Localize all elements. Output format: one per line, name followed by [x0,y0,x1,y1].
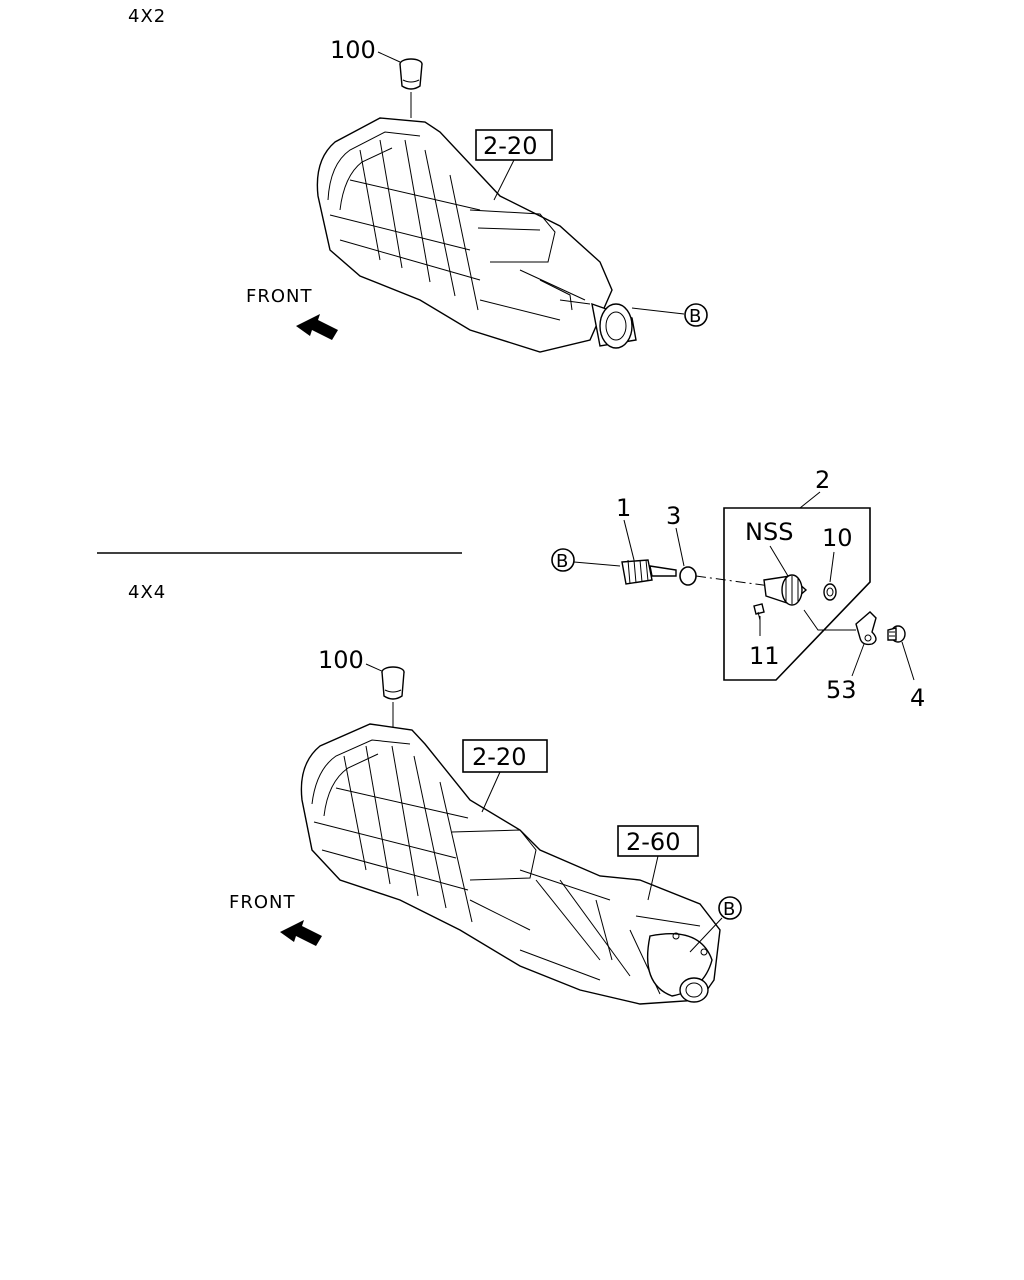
o-ring-icon [679,566,697,586]
nss-label: NSS [745,518,793,546]
connector-b-bottom-icon [718,896,742,920]
plug-ref-top: 100 [330,36,376,64]
front-label-bottom: FRONT [229,892,296,913]
seal-icon [823,583,837,601]
connector-b-detail-label: B [556,551,568,572]
section-label-4x2: 4X2 [128,6,166,27]
leader-part-3 [675,527,685,567]
front-arrow-top-icon [296,314,338,340]
ref-box-bottom-label-2: 2-60 [626,828,680,856]
small-bolt-icon [753,603,765,621]
transmission-4x2-icon [316,117,637,353]
front-arrow-bottom-icon [280,920,322,946]
sensor-group-box [723,507,871,681]
leader-nss [769,545,789,577]
leader-ref-bottom-1 [481,771,501,813]
leader-part-53 [851,643,865,677]
leader-ref-top [493,159,515,201]
speed-sensor-icon [763,574,808,606]
bracket-icon [855,611,877,646]
ref-box-bottom-label-1: 2-20 [472,743,526,771]
leader-connector-bottom [689,917,723,953]
connector-b-top-label: B [689,306,701,327]
part-3-label: 3 [666,502,681,530]
leader-part-1 [623,519,635,561]
leader-connector-top [631,307,685,315]
connector-b-bottom-label: B [723,899,735,920]
leader-plug-top [377,51,401,63]
ref-box-top-label: 2-20 [483,132,537,160]
part-10-label: 10 [822,524,853,552]
part-1-label: 1 [616,494,631,522]
leader-part-4 [901,641,915,681]
leader-group-ref [799,491,821,509]
bolt-icon [887,625,906,643]
part-11-label: 11 [749,642,780,670]
leader-connector-detail [573,561,621,567]
plug-bottom-icon [381,666,405,730]
connector-b-detail-icon [551,548,575,572]
group-ref-label: 2 [815,466,830,494]
leader-plug-bottom [365,663,385,673]
transmission-4x4-icon [300,723,721,1005]
part-4-label: 4 [910,684,925,712]
drive-gear-icon [621,559,677,585]
front-label-top: FRONT [246,286,313,307]
connector-b-top-icon [684,303,708,327]
plug-top-icon [399,58,423,118]
axis-line [695,575,771,587]
plug-ref-bottom: 100 [318,646,364,674]
bracket-connector-line [803,609,856,631]
leader-part-10 [829,551,835,583]
ref-box-bottom-2-20 [462,739,548,773]
section-label-4x4: 4X4 [128,582,166,603]
part-53-label: 53 [826,676,857,704]
leader-ref-bottom-2 [647,855,659,901]
